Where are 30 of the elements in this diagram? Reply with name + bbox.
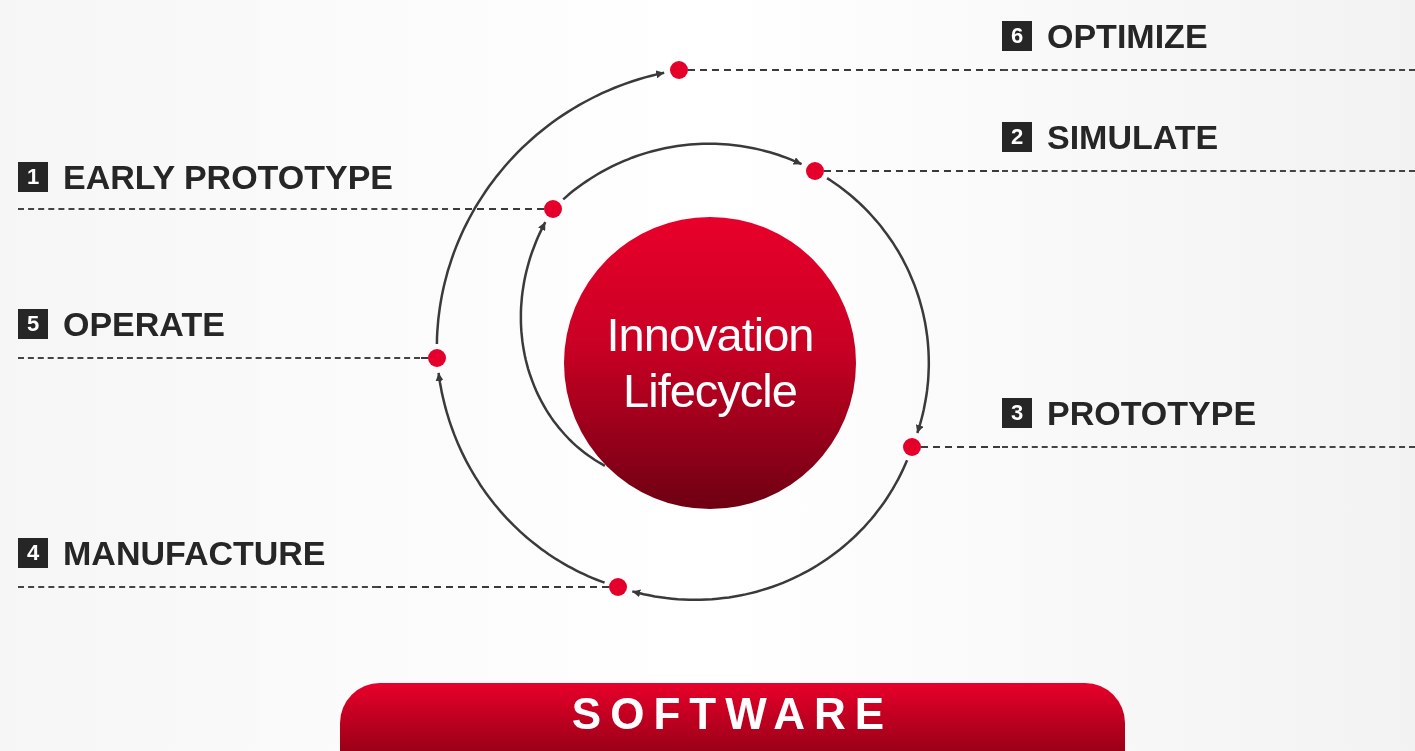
- stage-title: OPERATE: [63, 305, 225, 343]
- stage-dot: [806, 162, 824, 180]
- stage-title: SIMULATE: [1047, 118, 1219, 156]
- stage-dot: [428, 349, 446, 367]
- leader-line: [377, 586, 610, 588]
- number-badge: 5: [18, 309, 48, 339]
- cycle-arrow: [519, 221, 606, 467]
- software-banner: SOFTWARE: [340, 683, 1125, 751]
- stage-dot: [544, 200, 562, 218]
- lifecycle-circle: Innovation Lifecycle: [564, 217, 856, 509]
- stage-title: MANUFACTURE: [63, 534, 326, 572]
- cycle-arrow: [632, 459, 909, 602]
- leader-line: [920, 446, 1003, 448]
- cycle-arrow: [826, 177, 931, 434]
- number-badge: 1: [18, 162, 48, 192]
- cycle-arrow: [435, 372, 606, 584]
- cycle-arrow: [562, 142, 803, 201]
- number-badge: 4: [18, 538, 48, 568]
- stage-dot: [903, 438, 921, 456]
- leader-line: [419, 357, 429, 359]
- stage-dot: [670, 61, 688, 79]
- number-badge: 3: [1002, 398, 1032, 428]
- stage-title: PROTOTYPE: [1047, 394, 1257, 432]
- cycle-arrow: [435, 70, 665, 344]
- stage-dot: [609, 578, 627, 596]
- stage-title: EARLY PROTOTYPE: [63, 158, 394, 196]
- number-badge: 2: [1002, 122, 1032, 152]
- leader-line: [687, 69, 1003, 71]
- number-badge: 6: [1002, 21, 1032, 51]
- stage-title: OPTIMIZE: [1047, 17, 1208, 55]
